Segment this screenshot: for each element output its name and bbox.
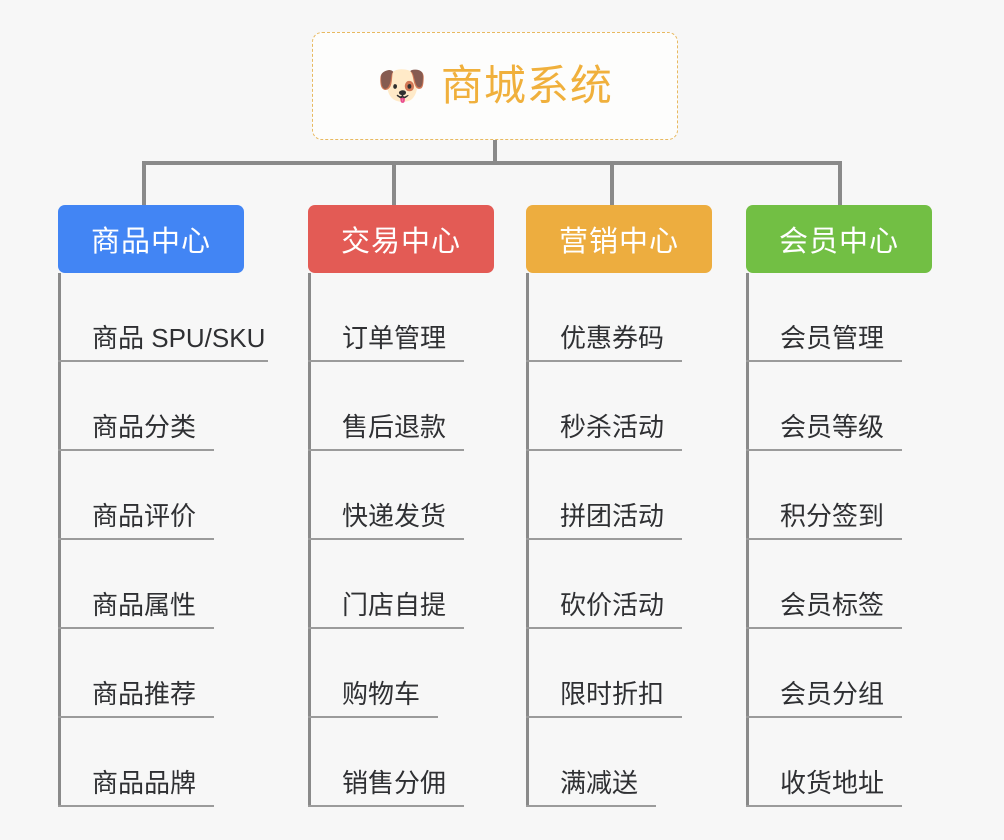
leaf-item-underline — [58, 360, 268, 362]
leaf-item-underline — [746, 538, 902, 540]
leaf-item[interactable]: 销售分佣 — [308, 718, 494, 807]
branch-header-marketing-center[interactable]: 营销中心 — [526, 205, 712, 273]
connector-root-stem — [493, 140, 497, 164]
branch-header-trade-center[interactable]: 交易中心 — [308, 205, 494, 273]
branch-marketing-center: 营销中心 优惠券码秒杀活动拼团活动砍价活动限时折扣满减送 — [526, 205, 712, 807]
leaf-item[interactable]: 限时折扣 — [526, 629, 712, 718]
branch-product-center: 商品中心 商品 SPU/SKU 商品分类商品评价商品属性商品推荐商品品牌 — [58, 205, 268, 807]
branch-trunk — [526, 273, 529, 807]
leaf-list-product-center: 商品 SPU/SKU 商品分类商品评价商品属性商品推荐商品品牌 — [58, 273, 268, 807]
branch-trunk — [308, 273, 311, 807]
leaf-item-underline — [746, 805, 902, 807]
connector-drop-2 — [392, 161, 396, 205]
leaf-item-label: 商品属性 — [92, 590, 197, 621]
leaf-item-label: 满减送 — [560, 768, 639, 799]
leaf-item-underline — [526, 805, 656, 807]
leaf-item-label: 快递发货 — [342, 501, 447, 532]
root-node[interactable]: 🐶 商城系统 — [312, 32, 678, 140]
leaf-item[interactable]: 快递发货 — [308, 451, 494, 540]
leaf-list-marketing-center: 优惠券码秒杀活动拼团活动砍价活动限时折扣满减送 — [526, 273, 712, 807]
leaf-list-member-center: 会员管理会员等级积分签到会员标签会员分组收货地址 — [746, 273, 932, 807]
leaf-item-label: 订单管理 — [342, 323, 447, 354]
leaf-item[interactable]: 商品品牌 — [58, 718, 265, 807]
leaf-item-underline — [58, 449, 214, 451]
branch-trunk — [58, 273, 61, 807]
leaf-item[interactable]: 商品 SPU/SKU — [58, 273, 268, 362]
leaf-item-label: 商品推荐 — [92, 679, 197, 710]
leaf-item-label: 商品分类 — [92, 412, 197, 443]
leaf-item-label: 商品评价 — [92, 501, 197, 532]
connector-horizontal-bus — [142, 161, 842, 165]
leaf-item[interactable]: 售后退款 — [308, 362, 494, 451]
leaf-item-underline — [526, 716, 682, 718]
leaf-item-underline — [58, 716, 214, 718]
leaf-item-label: 会员管理 — [780, 323, 885, 354]
connector-drop-3 — [610, 161, 614, 205]
leaf-item-label: 砍价活动 — [560, 590, 665, 621]
leaf-list-trade-center: 订单管理售后退款快递发货门店自提购物车销售分佣 — [308, 273, 494, 807]
connector-drop-1 — [142, 161, 146, 205]
shiba-dog-face-icon: 🐶 — [377, 64, 427, 108]
leaf-item-underline — [308, 538, 464, 540]
leaf-item-label: 会员标签 — [780, 590, 885, 621]
leaf-item-underline — [746, 716, 902, 718]
leaf-item-underline — [58, 805, 214, 807]
leaf-item-underline — [526, 449, 682, 451]
leaf-item-label: 购物车 — [342, 679, 421, 710]
leaf-item-underline — [308, 805, 464, 807]
leaf-item-underline — [526, 360, 682, 362]
connector-drop-4 — [838, 161, 842, 205]
leaf-item[interactable]: 收货地址 — [746, 718, 932, 807]
leaf-item[interactable]: 商品分类 — [58, 362, 265, 451]
branch-trade-center: 交易中心 订单管理售后退款快递发货门店自提购物车销售分佣 — [308, 205, 494, 807]
leaf-item[interactable]: 商品推荐 — [58, 629, 265, 718]
leaf-item-underline — [746, 360, 902, 362]
branch-header-product-center[interactable]: 商品中心 — [58, 205, 244, 273]
leaf-item-label: 收货地址 — [780, 768, 885, 799]
leaf-item-label: 商品品牌 — [92, 768, 197, 799]
leaf-item-underline — [526, 538, 682, 540]
leaf-item[interactable]: 会员分组 — [746, 629, 932, 718]
leaf-item-label: 限时折扣 — [560, 679, 665, 710]
leaf-item[interactable]: 优惠券码 — [526, 273, 712, 362]
leaf-item-label: 售后退款 — [342, 412, 447, 443]
leaf-item-underline — [58, 538, 214, 540]
leaf-item[interactable]: 秒杀活动 — [526, 362, 712, 451]
leaf-item-label: 积分签到 — [780, 501, 885, 532]
leaf-item-label: 门店自提 — [342, 590, 447, 621]
leaf-item[interactable]: 订单管理 — [308, 273, 494, 362]
leaf-item-label: 销售分佣 — [342, 768, 447, 799]
leaf-item-underline — [526, 627, 682, 629]
leaf-item-label: 商品 SPU/SKU — [92, 323, 266, 354]
leaf-item-underline — [308, 716, 438, 718]
leaf-item-label: 秒杀活动 — [560, 412, 665, 443]
leaf-item[interactable]: 购物车 — [308, 629, 494, 718]
branch-trunk — [746, 273, 749, 807]
leaf-item[interactable]: 积分签到 — [746, 451, 932, 540]
leaf-item-underline — [308, 627, 464, 629]
leaf-item-underline — [308, 449, 464, 451]
leaf-item[interactable]: 商品评价 — [58, 451, 265, 540]
leaf-item-label: 拼团活动 — [560, 501, 665, 532]
leaf-item-label: 优惠券码 — [560, 323, 665, 354]
leaf-item[interactable]: 商品属性 — [58, 540, 265, 629]
leaf-item-underline — [58, 627, 214, 629]
leaf-item[interactable]: 会员标签 — [746, 540, 932, 629]
leaf-item-underline — [746, 627, 902, 629]
leaf-item-underline — [308, 360, 464, 362]
leaf-item[interactable]: 砍价活动 — [526, 540, 712, 629]
branch-member-center: 会员中心 会员管理会员等级积分签到会员标签会员分组收货地址 — [746, 205, 932, 807]
leaf-item[interactable]: 满减送 — [526, 718, 712, 807]
leaf-item[interactable]: 会员管理 — [746, 273, 932, 362]
leaf-item[interactable]: 拼团活动 — [526, 451, 712, 540]
leaf-item-underline — [746, 449, 902, 451]
leaf-item-label: 会员分组 — [780, 679, 885, 710]
leaf-item[interactable]: 门店自提 — [308, 540, 494, 629]
leaf-item[interactable]: 会员等级 — [746, 362, 932, 451]
root-title: 商城系统 — [440, 62, 613, 109]
leaf-item-label: 会员等级 — [780, 412, 885, 443]
branch-header-member-center[interactable]: 会员中心 — [746, 205, 932, 273]
